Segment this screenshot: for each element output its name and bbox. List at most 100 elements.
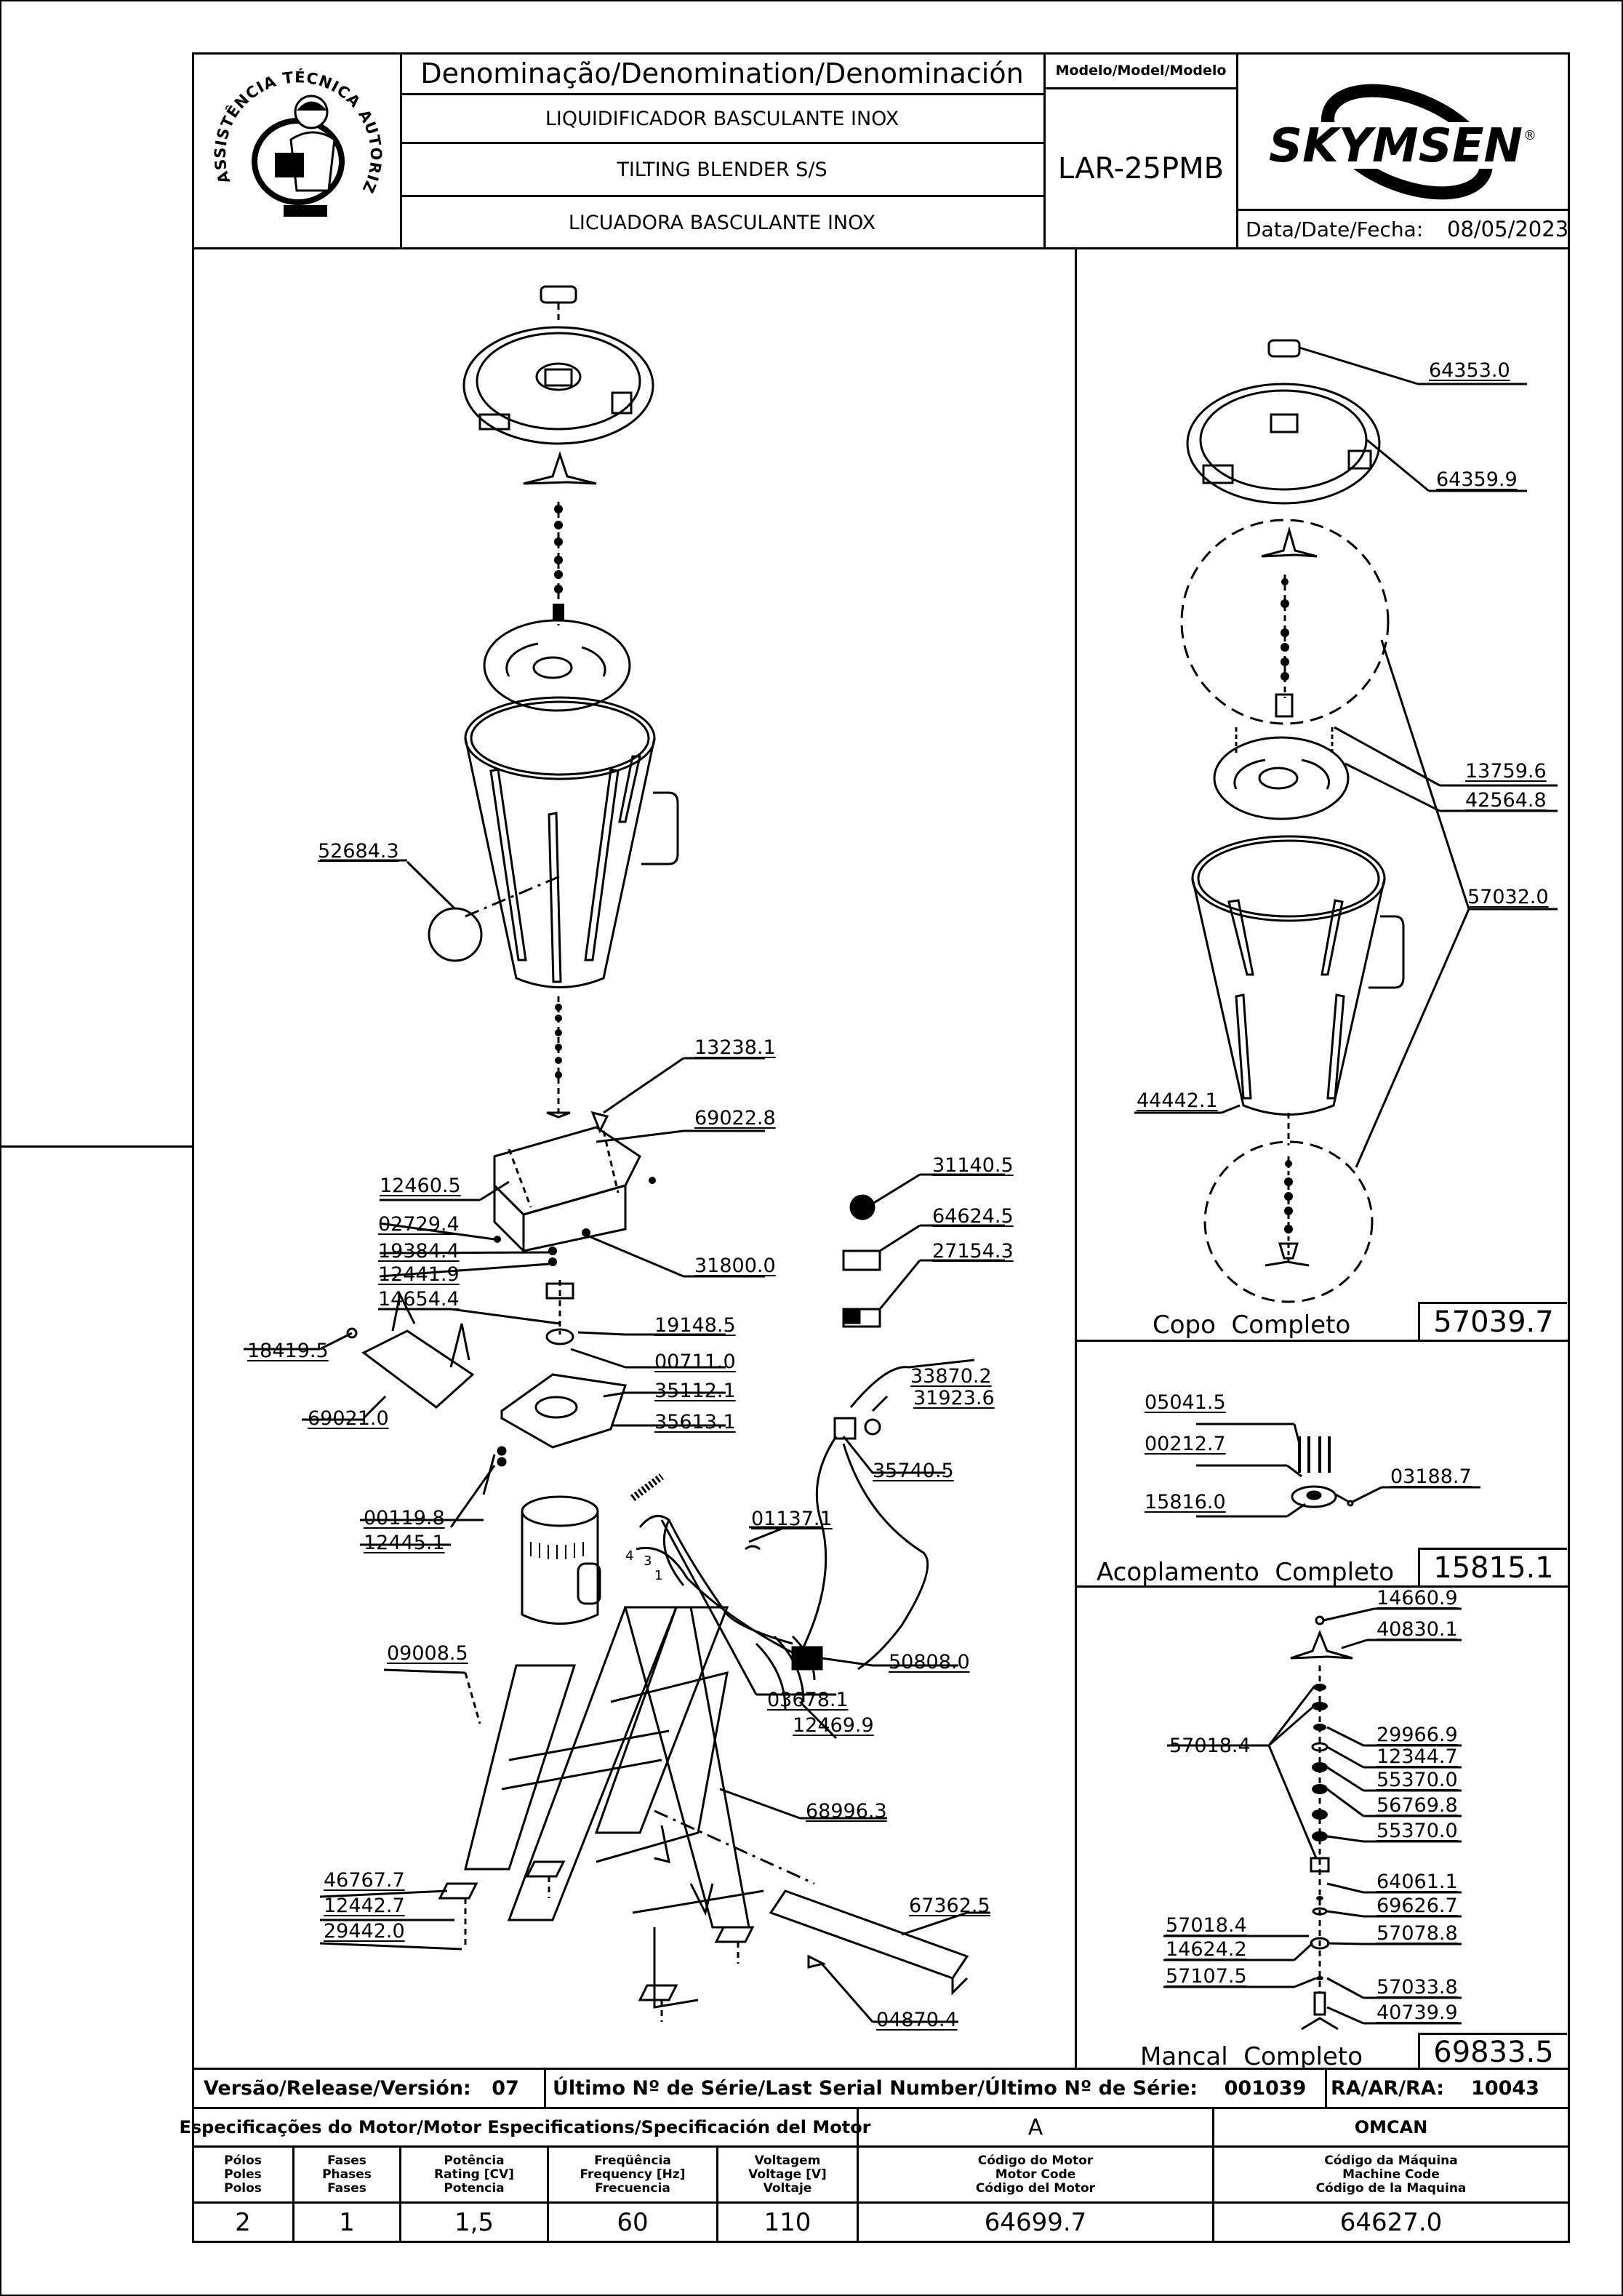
part-label: 50808.0	[889, 1651, 970, 1673]
part-label: 02729.4	[378, 1213, 460, 1236]
mancal-title: Mancal Completo	[1140, 2042, 1363, 2071]
value-frequency: 60	[617, 2208, 649, 2237]
header-divider-2	[1043, 52, 1046, 249]
part-label: 31800.0	[694, 1255, 776, 1277]
acoplamento-title: Acoplamento Completo	[1097, 1558, 1395, 1587]
part-label: 12460.5	[380, 1175, 461, 1197]
acoplamento-part-label: 05041.5	[1145, 1391, 1226, 1414]
part-label: 27154.3	[932, 1240, 1014, 1263]
part-label: 12442.7	[324, 1895, 405, 1917]
copo-part-label: 13759.6	[1465, 760, 1547, 783]
motor-letter: A	[1027, 2114, 1043, 2140]
authorized-service-seal: ASSISTÊNCIA TÉCNICA AUTORIZADA	[197, 46, 393, 241]
mancal-part-label: 69626.7	[1376, 1895, 1458, 1917]
mancal-part-label: 56769.8	[1376, 1794, 1458, 1817]
part-label: 18419.5	[247, 1340, 329, 1362]
acoplamento-part-label: 15816.0	[1145, 1491, 1226, 1513]
value-voltage: 110	[764, 2208, 812, 2237]
col-header-rating: Potência Rating [CV] Potencia	[434, 2153, 514, 2196]
mancal-part-label: 57018.4	[1169, 1735, 1251, 1757]
col-header-poles: Pólos Poles Polos	[224, 2153, 262, 2196]
footer-v-6	[399, 2145, 401, 2243]
mancal-part-label: 40830.1	[1376, 1618, 1458, 1641]
header-row-line-3	[400, 195, 1045, 197]
version-value: 07	[492, 2077, 519, 2100]
mancal-part-label: 55370.0	[1376, 1769, 1458, 1791]
part-label: 46767.7	[324, 1869, 405, 1892]
copo-part-label: 44442.1	[1137, 1089, 1218, 1112]
serial-value: 001039	[1224, 2077, 1307, 2100]
part-label: 33870.2	[910, 1365, 992, 1388]
value-rating: 1,5	[454, 2208, 494, 2237]
part-label: 29442.0	[324, 1920, 405, 1943]
part-label: 19148.5	[654, 1314, 736, 1337]
part-label: 67362.5	[909, 1895, 990, 1917]
wire-number-1: 1	[654, 1568, 662, 1583]
acoplamento-code: 15815.1	[1418, 1548, 1567, 1585]
footer-v-8	[716, 2145, 718, 2243]
part-label: 68996.3	[806, 1800, 887, 1823]
header-divider-3	[1236, 52, 1238, 249]
footer-v-5	[292, 2145, 294, 2243]
value-motor-code: 64699.7	[984, 2208, 1087, 2237]
svg-text:®: ®	[1523, 128, 1536, 143]
denomination-title: Denominação/Denomination/Denominación	[420, 57, 1024, 89]
footer-v-3	[857, 2107, 859, 2243]
serial-label: Último Nº de Série/Last Serial Number/Úl…	[553, 2077, 1198, 2100]
part-label: 12441.9	[378, 1263, 460, 1286]
brand-text: SKYMSEN	[1269, 119, 1523, 173]
mancal-part-label: 12344.7	[1376, 1745, 1458, 1768]
wire-number-4: 4	[625, 1548, 633, 1564]
mancal-part-label: 55370.0	[1376, 1820, 1458, 1842]
mancal-part-label: 57018.4	[1166, 1914, 1247, 1937]
acoplamento-part-label: 03188.7	[1390, 1465, 1472, 1488]
footer-line-2	[192, 2107, 1570, 2109]
mancal-part-label: 57033.8	[1376, 1976, 1458, 1999]
copo-code: 57039.7	[1418, 1302, 1567, 1340]
copo-panel-bottom	[1075, 1340, 1570, 1342]
mancal-part-label: 40739.9	[1376, 2001, 1458, 2024]
maker-name: OMCAN	[1354, 2117, 1428, 2137]
acoplamento-part-label: 00212.7	[1145, 1433, 1226, 1455]
header-row-line-2	[400, 142, 1045, 144]
mancal-code: 69833.5	[1418, 2033, 1567, 2069]
copo-view	[1076, 249, 1570, 1340]
footer-line-3	[192, 2145, 1570, 2148]
version-label: Versão/Release/Versión:	[204, 2077, 471, 2100]
part-label: 13238.1	[694, 1036, 776, 1059]
mancal-part-label: 64061.1	[1376, 1871, 1458, 1893]
part-label: 64624.5	[932, 1205, 1014, 1228]
part-label: 35740.5	[873, 1460, 954, 1482]
ra-label: RA/AR/RA:	[1330, 2077, 1445, 2100]
skymsen-logo: SKYMSEN ®	[1247, 73, 1552, 200]
footer-v-1	[544, 2068, 546, 2108]
name-english: TILTING BLENDER S/S	[617, 158, 827, 181]
part-label: 52684.3	[318, 840, 399, 863]
part-label: 31923.6	[913, 1387, 995, 1409]
model-header: Modelo/Model/Modelo	[1055, 63, 1227, 79]
part-label: 00711.0	[654, 1351, 736, 1373]
part-label: 69022.8	[694, 1107, 776, 1129]
copo-part-label: 42564.8	[1465, 789, 1547, 812]
part-label: 69021.0	[308, 1407, 389, 1430]
footer-top-line	[192, 2068, 1570, 2070]
wire-number-3: 3	[644, 1553, 652, 1569]
col-header-phases: Fases Phases Fases	[322, 2153, 372, 2196]
col-header-machine-code: Código da Máquina Machine Code Código de…	[1315, 2153, 1467, 2196]
mancal-part-label: 57107.5	[1166, 1965, 1247, 1988]
ra-value: 10043	[1471, 2077, 1539, 2100]
date-label: Data/Date/Fecha:	[1246, 217, 1424, 241]
col-header-motor-code: Código do Motor Motor Code Código del Mo…	[975, 2153, 1096, 2196]
name-spanish: LICUADORA BASCULANTE INOX	[568, 211, 876, 234]
mancal-view	[1076, 1588, 1570, 2069]
model-value: LAR-25PMB	[1057, 151, 1225, 185]
part-label: 03678.1	[767, 1689, 849, 1711]
part-label: 35613.1	[654, 1411, 736, 1433]
date-line	[1236, 209, 1570, 211]
header-bottom-line	[192, 247, 1570, 249]
acoplamento-panel-bottom	[1075, 1585, 1570, 1588]
model-header-line	[1043, 87, 1238, 89]
part-label: 00119.8	[364, 1507, 445, 1529]
copo-part-label: 57032.0	[1467, 886, 1549, 908]
